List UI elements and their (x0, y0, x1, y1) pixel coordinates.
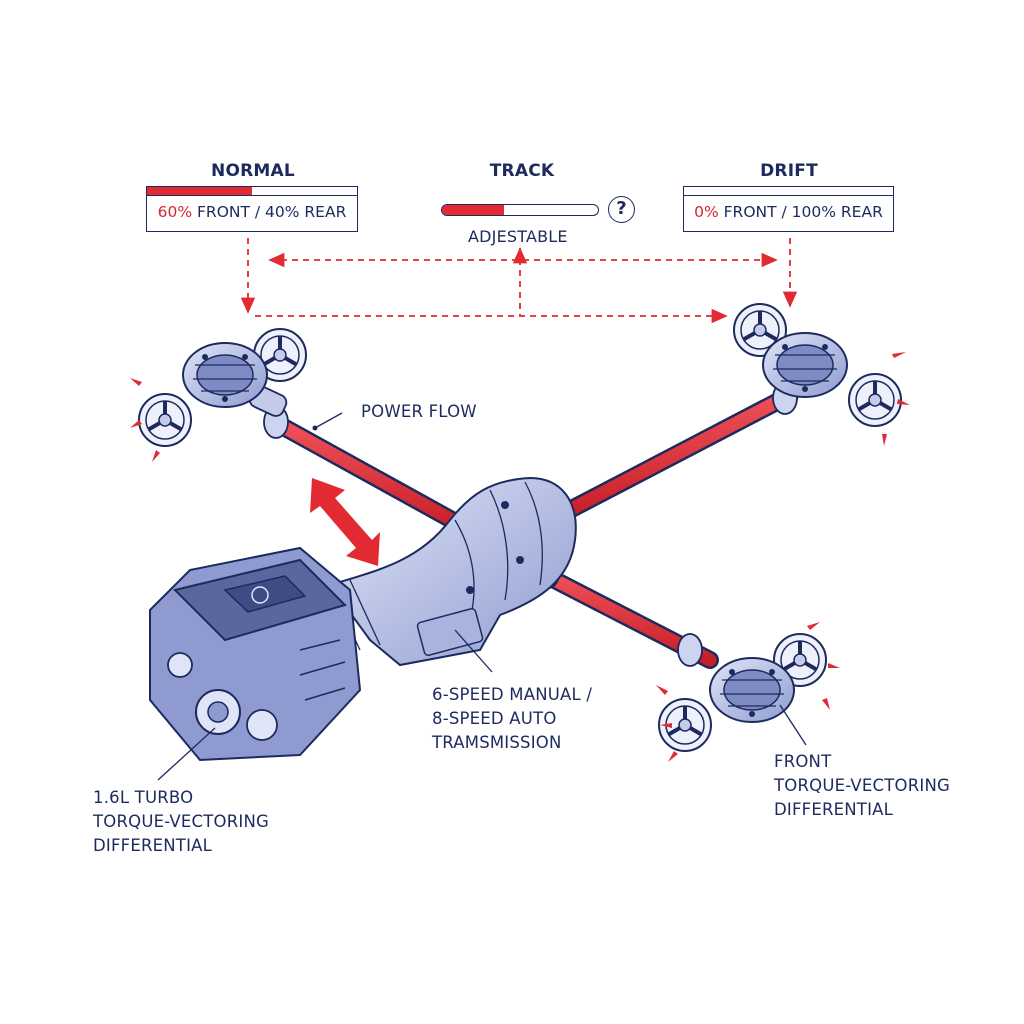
mode-drift-front-pct: 0% (694, 203, 719, 221)
transmission-label-line1: 6-SPEED MANUAL / (432, 685, 593, 704)
mode-drift-bar (684, 187, 893, 196)
differential-icon (709, 657, 795, 723)
propshaft-rear-left (271, 416, 479, 539)
front-diff-label: FRONT TORQUE-VECTORING DIFFERENTIAL (774, 750, 950, 822)
transmission-label-line3: TRAMSMISSION (432, 733, 562, 752)
track-slider-fill (442, 205, 505, 215)
leader-front-diff (779, 704, 807, 746)
mode-normal-bar (147, 187, 357, 196)
question-mark-icon[interactable]: ? (608, 196, 635, 223)
front-diff-label-line1: FRONT (774, 752, 832, 771)
leader-dot (312, 425, 318, 431)
differential-icon (182, 342, 268, 408)
torque-arrows (130, 352, 910, 762)
mode-track-subtitle: ADJESTABLE (468, 227, 568, 246)
mode-normal-rear: FRONT / 40% REAR (192, 203, 347, 221)
engine-label-line2: TORQUE-VECTORING (93, 812, 269, 831)
transmission (328, 476, 577, 667)
mode-drift-title: DRIFT (760, 161, 818, 181)
leader-transmission (454, 629, 493, 673)
engine-label-line3: DIFFERENTIAL (93, 836, 213, 855)
shaft-coupling-icon (677, 633, 703, 667)
transmission-label-line2: 8-SPEED AUTO (432, 709, 557, 728)
double-arrow-icon (310, 478, 380, 566)
engine-label-line1: 1.6L TURBO (93, 788, 194, 807)
front-diff-label-line3: DIFFERENTIAL (774, 800, 894, 819)
mode-guide-lines (240, 238, 798, 324)
power-flow-label: POWER FLOW (361, 402, 477, 421)
wheel-icon (847, 372, 903, 428)
leader-engine (157, 727, 216, 781)
mode-drift-rear: FRONT / 100% REAR (718, 203, 883, 221)
mode-track-title: TRACK (489, 161, 555, 181)
differential-icon (762, 332, 848, 398)
leader-lines (157, 412, 807, 781)
rear-left-differential (137, 327, 308, 448)
mode-normal-front-pct: 60% (157, 203, 193, 221)
engine (149, 546, 362, 762)
front-diff-label-line2: TORQUE-VECTORING (774, 776, 950, 795)
mode-drift-box: 0% FRONT / 100% REAR (683, 186, 894, 232)
propshaft-rear-right (551, 386, 799, 524)
mode-normal-box: 60% FRONT / 40% REAR (146, 186, 358, 232)
transmission-label: 6-SPEED MANUAL / 8-SPEED AUTO TRAMSMISSI… (432, 683, 592, 755)
mode-drift-split: 0% FRONT / 100% REAR (684, 203, 893, 221)
leader-power-flow (314, 412, 343, 429)
mode-normal-split: 60% FRONT / 40% REAR (147, 203, 357, 221)
track-slider[interactable] (441, 204, 599, 216)
wheel-icon (137, 392, 193, 448)
mode-normal-title: NORMAL (211, 161, 295, 181)
engine-label: 1.6L TURBO TORQUE-VECTORING DIFFERENTIAL (93, 786, 269, 858)
mode-normal-bar-fill (147, 187, 252, 195)
